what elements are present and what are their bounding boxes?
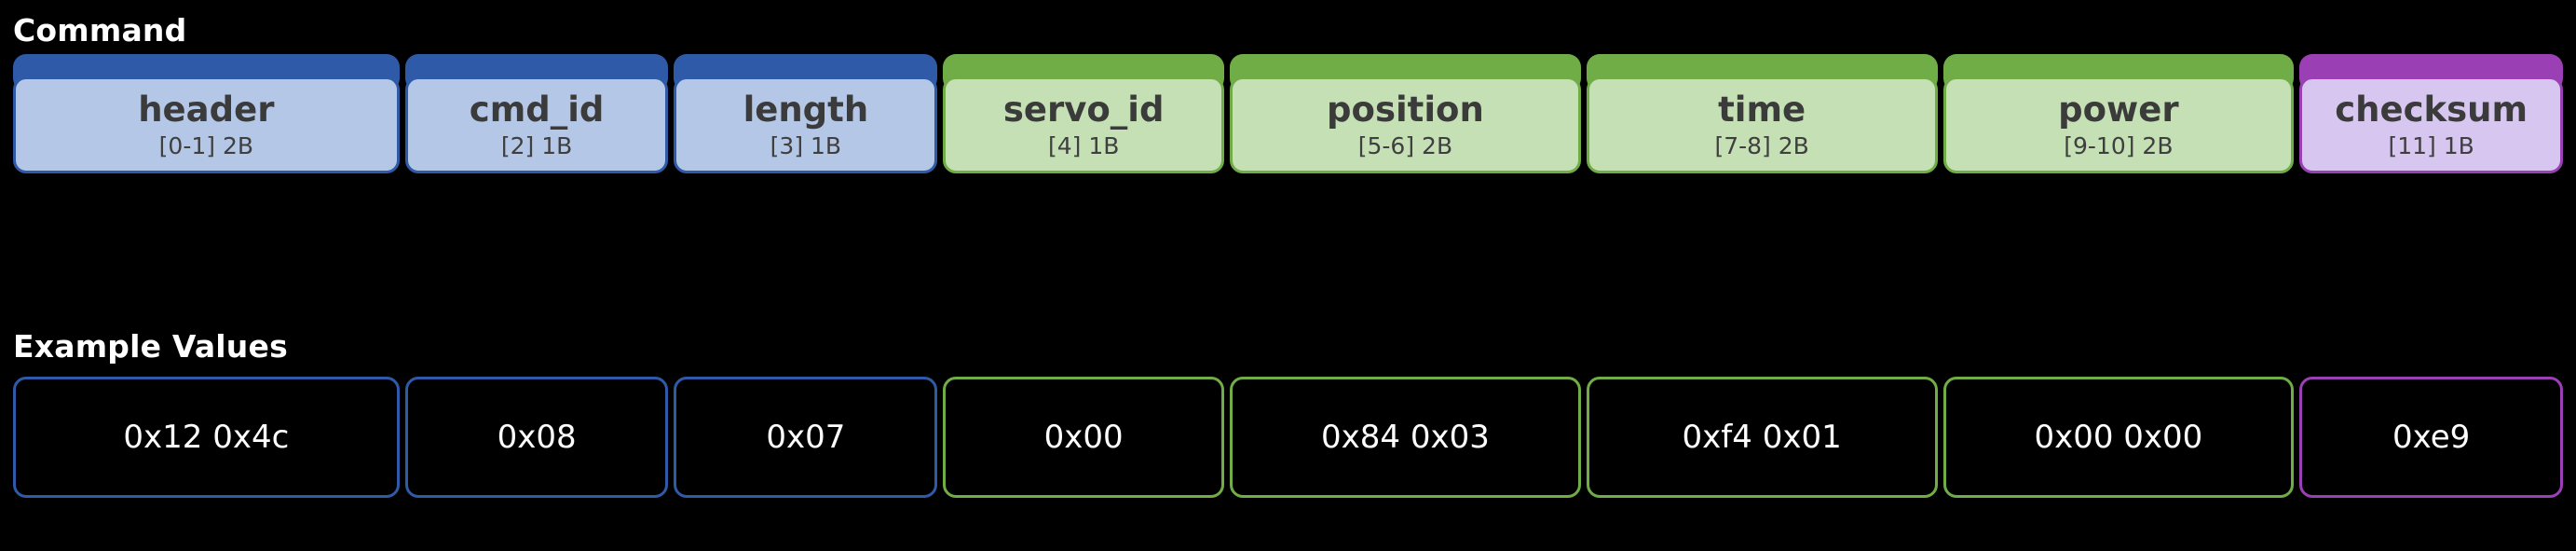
field-box-cmd_id: cmd_id[2] 1B bbox=[404, 76, 669, 173]
field-box-servo_id: servo_id[4] 1B bbox=[943, 76, 1225, 173]
value-text-checksum: 0xe9 bbox=[2392, 419, 2471, 456]
field-name-power: power bbox=[2058, 90, 2179, 130]
value-box-cmd_id: 0x08 bbox=[404, 377, 669, 498]
example-values-section-title: Example Values bbox=[13, 328, 288, 365]
value-box-power: 0x00 0x00 bbox=[1942, 377, 2295, 498]
field-cell-time: time[7-8] 2B bbox=[1586, 54, 1938, 173]
value-box-header: 0x12 0x4c bbox=[13, 377, 400, 498]
field-range-position: [5-6] 2B bbox=[1357, 132, 1453, 159]
field-cell-servo_id: servo_id[4] 1B bbox=[943, 54, 1225, 173]
value-box-position: 0x84 0x03 bbox=[1230, 377, 1581, 498]
field-name-header: header bbox=[138, 90, 275, 130]
field-range-checksum: [11] 1B bbox=[2388, 132, 2474, 159]
field-cell-position: position[5-6] 2B bbox=[1230, 54, 1581, 173]
field-name-length: length bbox=[743, 90, 869, 130]
field-box-position: position[5-6] 2B bbox=[1230, 76, 1581, 173]
example-values-row: 0x12 0x4c 0x08 0x07 0x00 0x84 0x03 0xf4 0x01 0… bbox=[13, 377, 2564, 498]
value-text-time: 0xf4 0x01 bbox=[1682, 419, 1842, 456]
value-text-power: 0x00 0x00 bbox=[2034, 419, 2203, 456]
field-cell-cmd_id: cmd_id[2] 1B bbox=[404, 54, 669, 173]
value-box-length: 0x07 bbox=[674, 377, 938, 498]
field-name-checksum: checksum bbox=[2335, 90, 2528, 130]
field-cell-header: header[0-1] 2B bbox=[13, 54, 400, 173]
field-box-time: time[7-8] 2B bbox=[1586, 76, 1938, 173]
field-box-checksum: checksum[11] 1B bbox=[2299, 76, 2564, 173]
value-box-checksum: 0xe9 bbox=[2299, 377, 2564, 498]
field-name-time: time bbox=[1718, 90, 1806, 130]
command-section-title: Command bbox=[13, 12, 187, 48]
value-text-length: 0x07 bbox=[766, 419, 846, 456]
field-range-servo_id: [4] 1B bbox=[1047, 132, 1120, 159]
field-range-time: [7-8] 2B bbox=[1714, 132, 1809, 159]
field-cell-power: power[9-10] 2B bbox=[1942, 54, 2295, 173]
value-text-position: 0x84 0x03 bbox=[1321, 419, 1490, 456]
value-text-header: 0x12 0x4c bbox=[123, 419, 290, 456]
field-range-header: [0-1] 2B bbox=[158, 132, 254, 159]
field-box-power: power[9-10] 2B bbox=[1942, 76, 2295, 173]
value-box-servo_id: 0x00 bbox=[943, 377, 1225, 498]
field-box-length: length[3] 1B bbox=[674, 76, 938, 173]
field-box-header: header[0-1] 2B bbox=[13, 76, 400, 173]
field-cell-checksum: checksum[11] 1B bbox=[2299, 54, 2564, 173]
field-cell-length: length[3] 1B bbox=[674, 54, 938, 173]
field-name-position: position bbox=[1327, 90, 1484, 130]
field-range-length: [3] 1B bbox=[770, 132, 842, 159]
field-name-servo_id: servo_id bbox=[1002, 90, 1165, 130]
field-name-cmd_id: cmd_id bbox=[469, 90, 605, 130]
field-range-cmd_id: [2] 1B bbox=[500, 132, 573, 159]
field-range-power: [9-10] 2B bbox=[2064, 132, 2174, 159]
value-text-cmd_id: 0x08 bbox=[497, 419, 577, 456]
value-box-time: 0xf4 0x01 bbox=[1586, 377, 1938, 498]
value-text-servo_id: 0x00 bbox=[1043, 419, 1124, 456]
